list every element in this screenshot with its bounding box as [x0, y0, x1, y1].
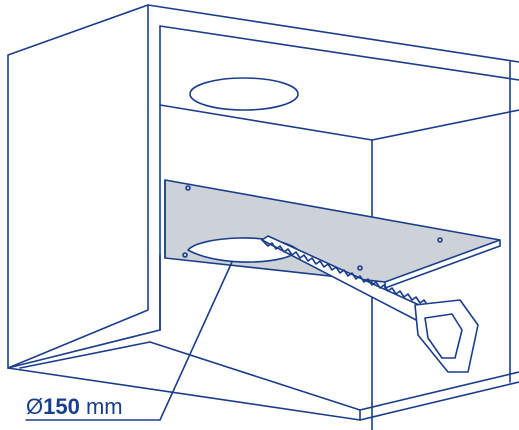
- diameter-symbol: Ø: [26, 394, 44, 419]
- diameter-label: Ø150 mm: [26, 394, 123, 420]
- diameter-value: 150: [43, 394, 80, 419]
- diameter-unit: mm: [85, 394, 123, 419]
- dimension-leader-line: [25, 261, 233, 421]
- hand-saw-icon: [261, 235, 479, 373]
- cut-panel: [164, 179, 501, 289]
- upper-vent-hole: [189, 77, 299, 111]
